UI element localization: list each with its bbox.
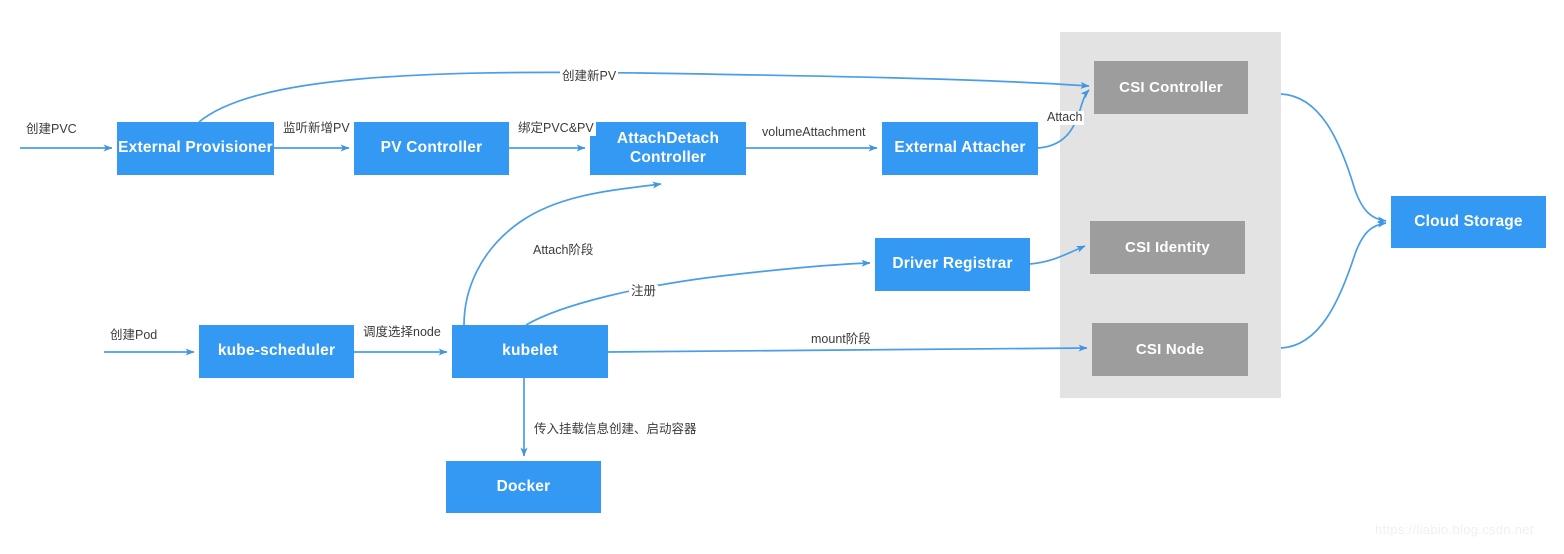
edge-register <box>525 259 871 326</box>
node-kube-scheduler[interactable]: kube-scheduler <box>199 325 354 378</box>
edge-label-schedule-select-node: 调度选择node <box>361 325 443 340</box>
edge-label-pass-mount-info: 传入挂载信息创建、启动容器 <box>532 422 699 437</box>
edge-create-new-pv <box>198 71 1090 123</box>
watermark: https://liabio.blog.csdn.net <box>1375 522 1534 537</box>
node-pv-controller[interactable]: PV Controller <box>354 122 509 175</box>
edge-label-volume-attachment: volumeAttachment <box>760 125 868 140</box>
node-csi-controller[interactable]: CSI Controller <box>1094 61 1248 114</box>
node-csi-identity[interactable]: CSI Identity <box>1090 221 1245 274</box>
node-kubelet[interactable]: kubelet <box>452 325 608 378</box>
edge-label-attach-stage: Attach阶段 <box>531 243 596 258</box>
node-csi-node[interactable]: CSI Node <box>1092 323 1248 376</box>
node-external-provisioner[interactable]: External Provisioner <box>117 122 274 175</box>
edge-label-mount-stage: mount阶段 <box>809 332 873 347</box>
edge-label-create-pod: 创建Pod <box>108 328 160 343</box>
node-cloud-storage[interactable]: Cloud Storage <box>1391 196 1546 248</box>
node-external-attacher[interactable]: External Attacher <box>882 122 1038 175</box>
node-docker[interactable]: Docker <box>446 461 601 513</box>
node-driver-registrar[interactable]: Driver Registrar <box>875 238 1030 291</box>
edge-label-watch-new-pv: 监听新增PV <box>281 121 352 136</box>
edge-label-bind-pvc-pv: 绑定PVC&PV <box>516 121 596 136</box>
edge-label-create-new-pv: 创建新PV <box>560 69 619 84</box>
edge-label-register: 注册 <box>629 284 659 299</box>
edge-controller-to-cloud <box>1280 93 1387 224</box>
edge-node-to-cloud <box>1280 220 1387 349</box>
edge-label-create-pvc: 创建PVC <box>24 122 79 137</box>
edge-label-attach: Attach <box>1045 110 1085 125</box>
edge-mount-stage <box>607 344 1088 353</box>
